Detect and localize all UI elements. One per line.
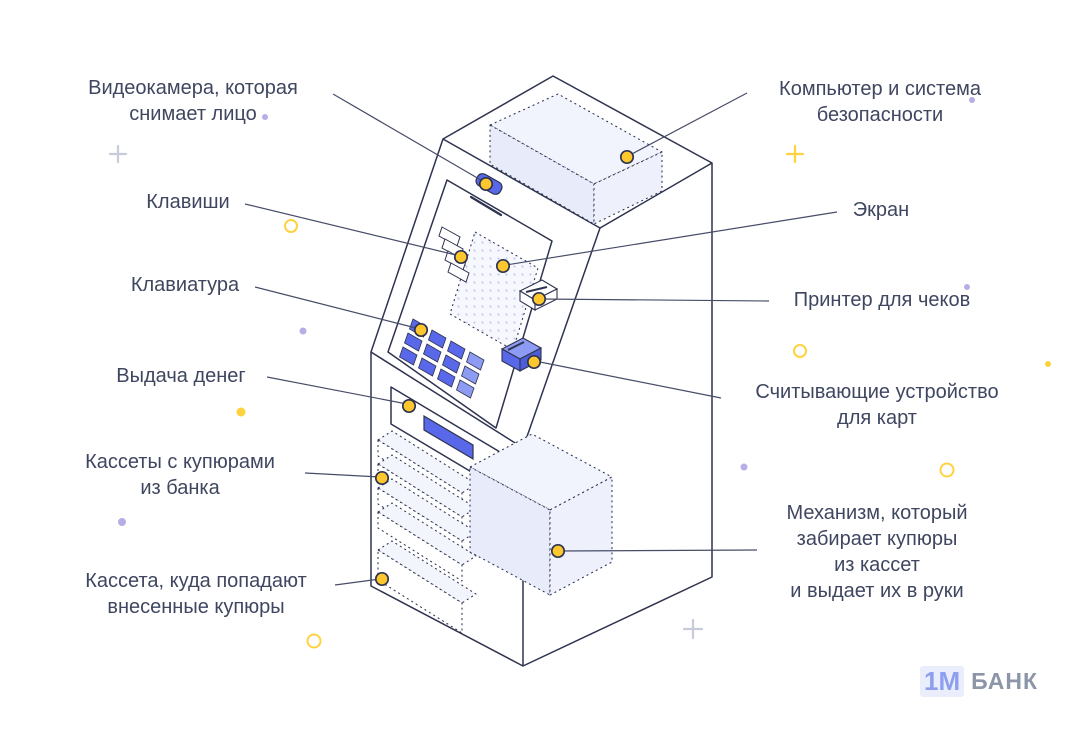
dot-decoration bbox=[262, 114, 268, 120]
plus-sparkle-icon bbox=[785, 144, 805, 164]
camera-slot bbox=[469, 195, 503, 217]
callout-dot-keyboard bbox=[413, 322, 429, 338]
control-panel bbox=[387, 179, 553, 429]
brand-logo-short: 1М bbox=[920, 666, 965, 697]
callout-dot-printer bbox=[531, 291, 547, 307]
deposit-cassette-top bbox=[377, 540, 477, 604]
dot-decoration bbox=[969, 97, 975, 103]
callout-label-deposit-cassette: Кассета, куда попадают внесенные купюры bbox=[85, 570, 307, 618]
callout-label-keyboard: Клавиатура bbox=[130, 274, 240, 296]
callout-dot-screen bbox=[495, 258, 511, 274]
connector-keyboard bbox=[254, 286, 421, 330]
deposit-cassette-front bbox=[377, 549, 463, 634]
callout-dot-keys bbox=[453, 249, 469, 265]
computer-box-side bbox=[593, 151, 663, 225]
keypad-key bbox=[423, 343, 442, 363]
callout-dot-computer bbox=[619, 149, 635, 165]
callout-label-computer: Компьютер и система безопасности bbox=[779, 78, 981, 126]
dot-decoration bbox=[118, 518, 126, 526]
keypad-key bbox=[404, 332, 423, 352]
mechanism-side bbox=[549, 476, 613, 596]
card-slot bbox=[507, 341, 525, 351]
ring-decoration bbox=[939, 462, 955, 478]
dot-decoration bbox=[740, 463, 748, 471]
keypad bbox=[399, 318, 485, 399]
connector-lines bbox=[244, 92, 838, 586]
connector-card-reader bbox=[534, 360, 722, 399]
connector-computer bbox=[627, 92, 748, 157]
keypad-key bbox=[442, 354, 461, 374]
keypad-key bbox=[399, 346, 418, 366]
atm-panel-bottom-edge bbox=[370, 351, 524, 449]
plus-sparkle-icon bbox=[108, 144, 128, 164]
callout-dot-cash-out bbox=[401, 398, 417, 414]
dot-decoration bbox=[236, 407, 246, 417]
callout-dot-mechanism bbox=[550, 543, 566, 559]
cassette-front bbox=[377, 511, 463, 582]
brand-logo-name: БАНК bbox=[971, 668, 1039, 694]
callout-dot-cassettes bbox=[374, 470, 390, 486]
connector-camera bbox=[332, 93, 487, 184]
connector-keys bbox=[244, 203, 461, 257]
decorations bbox=[108, 97, 1051, 649]
connector-printer bbox=[539, 298, 770, 302]
dot-decoration bbox=[299, 327, 307, 335]
connector-mechanism bbox=[558, 549, 758, 552]
atm-illustration bbox=[370, 75, 713, 667]
keypad-key bbox=[418, 357, 437, 377]
connector-screen bbox=[505, 211, 838, 266]
callout-dots bbox=[374, 149, 635, 587]
keypad-key bbox=[428, 329, 447, 349]
computer-box bbox=[489, 93, 663, 225]
connector-cash-out bbox=[266, 376, 408, 405]
plus-sparkle-icon bbox=[682, 618, 704, 640]
keypad-key bbox=[437, 368, 456, 388]
callout-label-screen: Экран bbox=[852, 199, 910, 221]
mechanism-front bbox=[469, 466, 551, 596]
cash-slot bbox=[423, 414, 474, 461]
connector-deposit-cassette bbox=[334, 578, 381, 586]
screen bbox=[449, 231, 539, 351]
callout-label-cassettes: Кассеты с купюрами из банка bbox=[85, 451, 275, 499]
callout-label-card-reader: Считывающие устройство для карт bbox=[755, 381, 999, 429]
cassette-stack bbox=[377, 430, 477, 582]
keypad-key bbox=[461, 365, 480, 385]
callout-dot-card-reader bbox=[526, 354, 542, 370]
keypad-key bbox=[466, 351, 485, 371]
ring-decoration bbox=[793, 344, 807, 358]
printer-slot bbox=[525, 286, 548, 293]
computer-box-front bbox=[489, 124, 595, 225]
dot-decoration bbox=[964, 284, 970, 290]
dot-decoration bbox=[1045, 361, 1051, 367]
callout-label-printer: Принтер для чеков bbox=[793, 289, 971, 311]
callout-label-mechanism: Механизм, который забирает купюры из кас… bbox=[786, 502, 968, 602]
callout-dot-deposit-cassette bbox=[374, 571, 390, 587]
connector-cassettes bbox=[304, 472, 381, 478]
keypad-key bbox=[447, 340, 466, 360]
keypad-key bbox=[456, 379, 475, 399]
brand-logo: 1М БАНК bbox=[920, 666, 1038, 697]
callout-dot-camera bbox=[478, 176, 494, 192]
callout-label-cash-out: Выдача денег bbox=[116, 365, 246, 387]
cassette-top bbox=[377, 502, 477, 566]
side-key bbox=[447, 262, 470, 283]
callout-label-keys: Клавиши bbox=[146, 191, 230, 213]
mechanism-box bbox=[469, 433, 613, 596]
deposit-cassette-box bbox=[377, 540, 477, 634]
ring-decoration bbox=[306, 633, 322, 649]
ring-decoration bbox=[284, 219, 298, 233]
callout-label-camera: Видеокамера, которая снимает лицо bbox=[88, 77, 298, 125]
